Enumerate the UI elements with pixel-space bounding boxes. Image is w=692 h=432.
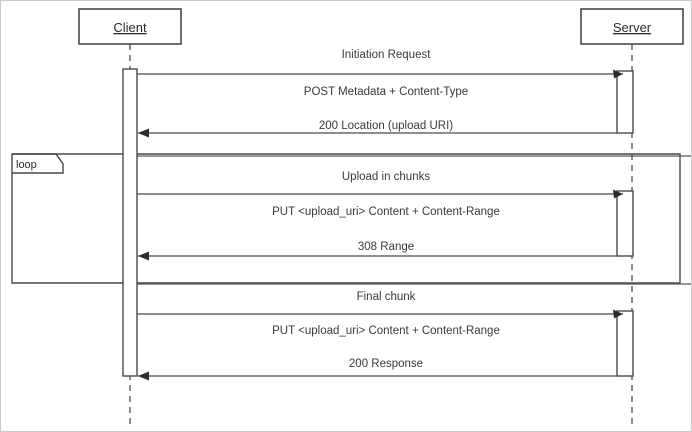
arrow-head-put-final-chunk (613, 309, 623, 319)
note-final-chunk: Final chunk (357, 291, 416, 303)
participant-box-client[interactable] (78, 8, 182, 45)
activation-bar-server-initiation[interactable] (616, 70, 634, 134)
loop-fragment-tag-label: loop (16, 159, 37, 171)
message-label-put-final-chunk: PUT <upload_uri> Content + Content-Range (272, 325, 500, 337)
arrow-head-put-chunk (613, 189, 623, 199)
participant-label-client: Client (113, 20, 147, 35)
participant-box-server[interactable] (580, 8, 684, 45)
arrow-head-308-range (138, 251, 149, 261)
activation-bar-server-final[interactable] (616, 310, 634, 377)
arrow-head-post-metadata (613, 69, 623, 79)
message-label-200-location: 200 Location (upload URI) (319, 120, 453, 132)
message-label-put-chunk: PUT <upload_uri> Content + Content-Range (272, 206, 500, 218)
note-initiation-request: Initiation Request (342, 49, 432, 61)
participant-label-server: Server (613, 20, 652, 35)
activation-bar-server-upload[interactable] (616, 190, 634, 257)
arrow-head-200-response (138, 371, 149, 381)
message-label-post-metadata: POST Metadata + Content-Type (304, 86, 468, 98)
activation-bar-client[interactable] (122, 68, 138, 377)
arrow-head-200-location (138, 128, 149, 138)
loop-fragment-tab (12, 153, 64, 174)
message-label-308-range: 308 Range (358, 241, 414, 253)
message-label-200-response: 200 Response (349, 358, 423, 370)
note-upload-in-chunks: Upload in chunks (342, 171, 430, 183)
loop-fragment-frame (11, 153, 681, 284)
